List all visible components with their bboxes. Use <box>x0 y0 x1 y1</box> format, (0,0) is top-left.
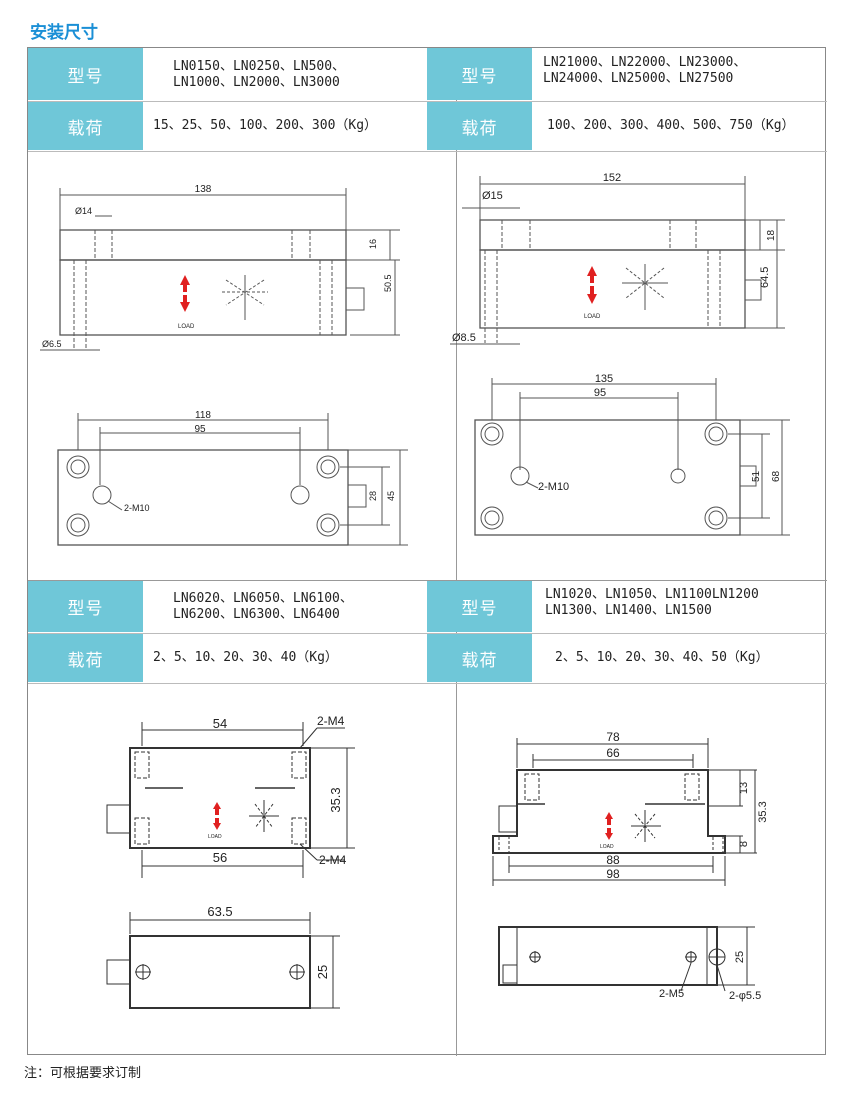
dim-label: Ø14 <box>75 206 92 216</box>
model-value: LN0150、LN0250、LN500、LN1000、LN2000、LN3000 <box>173 59 346 90</box>
load-label: 载荷 <box>28 102 143 150</box>
dim-label: 118 <box>195 410 211 421</box>
q1-top-drawing: 118 95 2-M10 28 45 <box>57 410 408 546</box>
dim-label: 138 <box>195 184 212 195</box>
dim-label: 25 <box>315 965 330 979</box>
model-label: 型号 <box>28 48 143 100</box>
q4-top-drawing: 25 2-M5 2-φ5.5 <box>498 926 761 1002</box>
dim-label: 78 <box>606 730 620 744</box>
dim-label: 2-M10 <box>124 503 150 513</box>
dim-label: 2-φ5.5 <box>729 990 761 1002</box>
load-label: 载荷 <box>427 634 532 682</box>
q1-side-drawing: 138 Ø14 16 50.5 Ø6.5 LOAD <box>40 184 400 351</box>
load-value: 15、25、50、100、200、300（Kg） <box>153 118 378 133</box>
load-text: LOAD <box>208 834 222 840</box>
load-value: 2、5、10、20、30、40（Kg） <box>153 650 338 665</box>
dim-label: 2-M10 <box>538 481 569 493</box>
dim-label: 51 <box>751 470 762 482</box>
dim-label: 28 <box>368 491 378 501</box>
dimension-table: 型号 LN0150、LN0250、LN500、LN1000、LN2000、LN3… <box>27 47 827 1056</box>
dim-label: 2-M4 <box>317 714 345 728</box>
dim-label: Ø6.5 <box>42 339 62 349</box>
load-value: 100、200、300、400、500、750（Kg） <box>547 118 795 133</box>
load-value: 2、5、10、20、30、40、50（Kg） <box>555 650 769 665</box>
dim-label: 45 <box>386 491 396 501</box>
q3-top-drawing: 63.5 25 <box>106 904 340 1009</box>
dim-label: 13 <box>738 782 750 794</box>
dim-label: 35.3 <box>757 801 769 822</box>
dim-label: 95 <box>194 424 206 435</box>
load-text: LOAD <box>584 314 601 320</box>
model-value: LN21000、LN22000、LN23000、LN24000、LN25000、… <box>543 55 747 86</box>
q3-side-drawing: 54 2-M4 35.3 56 2-M4 LOAD <box>106 714 355 878</box>
dim-label: 68 <box>771 470 782 482</box>
dim-label: Ø8.5 <box>452 332 476 344</box>
load-text: LOAD <box>600 844 614 850</box>
footer-note: 注：可根据要求订制 <box>24 1066 142 1081</box>
dim-label: 50.5 <box>383 274 393 292</box>
model-label: 型号 <box>427 48 532 100</box>
q2-top-drawing: 135 95 2-M10 51 68 <box>474 373 790 536</box>
model-value: LN6020、LN6050、LN6100、LN6200、LN6300、LN640… <box>173 591 353 622</box>
dim-label: 35.3 <box>328 787 343 812</box>
dim-label: 54 <box>213 716 227 731</box>
dim-label: 16 <box>368 239 378 249</box>
dim-label: 64.5 <box>759 267 771 288</box>
model-label: 型号 <box>28 581 143 632</box>
dim-label: Ø15 <box>482 190 503 202</box>
q4-side-drawing: 78 66 13 35.3 8 88 98 LOAD <box>492 730 769 886</box>
dim-label: 2-M5 <box>659 988 684 1000</box>
dim-label: 25 <box>734 951 746 963</box>
dim-label: 8 <box>738 841 750 847</box>
dim-label: 18 <box>766 229 777 241</box>
q2-side-drawing: 152 Ø15 18 64.5 Ø8.5 LOAD <box>450 172 785 345</box>
dim-label: 2-M4 <box>319 853 347 867</box>
page-title: 安装尺寸 <box>30 23 98 43</box>
dim-label: 98 <box>606 867 620 881</box>
dim-label: 135 <box>595 373 613 385</box>
dim-label: 66 <box>606 746 620 760</box>
dim-label: 95 <box>594 387 606 399</box>
model-label: 型号 <box>427 581 532 632</box>
load-label: 载荷 <box>28 634 143 682</box>
dim-label: 63.5 <box>207 904 232 919</box>
load-label: 载荷 <box>427 102 532 150</box>
dim-label: 88 <box>606 853 620 867</box>
load-text: LOAD <box>178 324 195 330</box>
dim-label: 152 <box>603 172 621 184</box>
dim-label: 56 <box>213 850 227 865</box>
